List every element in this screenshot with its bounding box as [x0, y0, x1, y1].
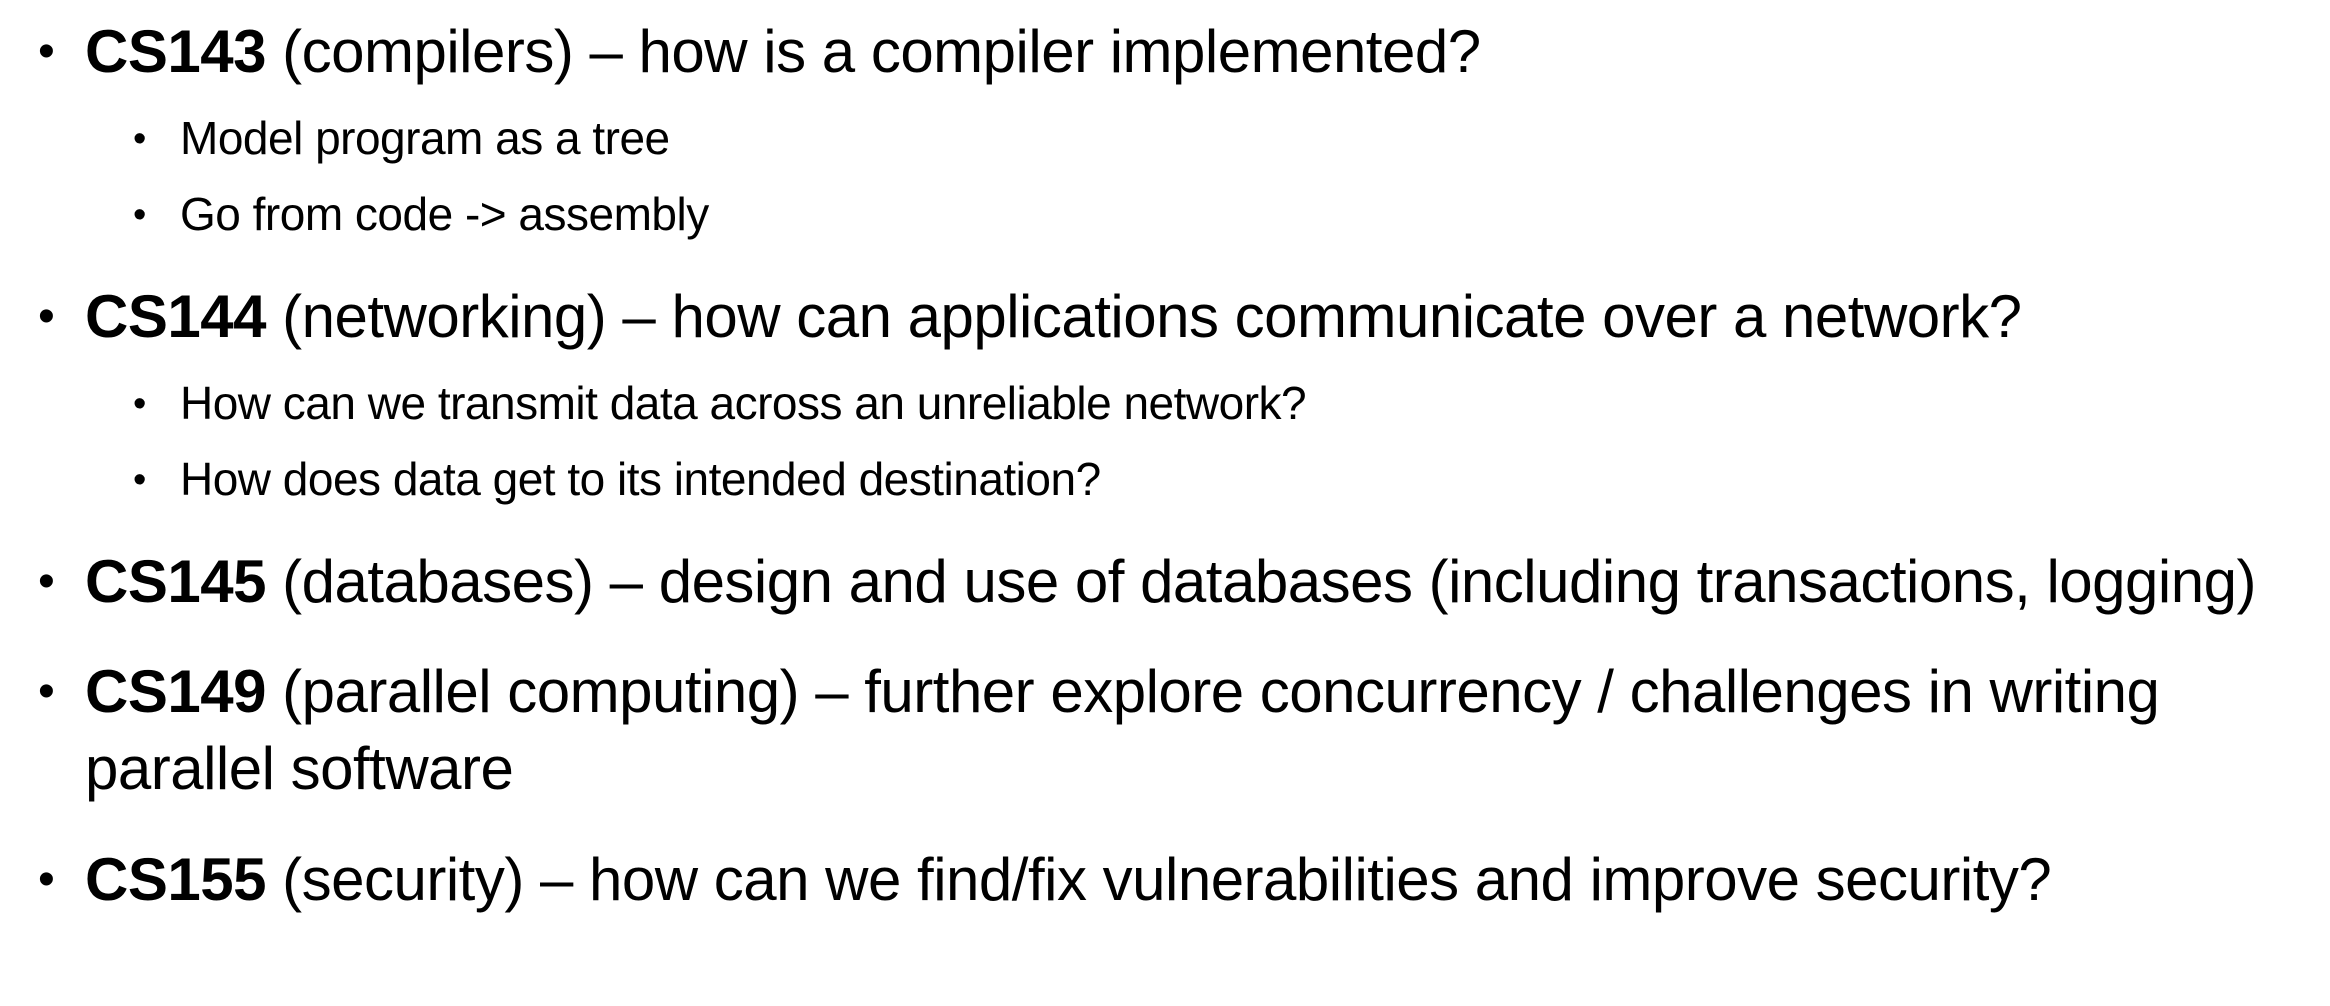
bullet-text: CS155 (security) – how can we find/fix v… — [85, 842, 2310, 919]
course-code: CS149 — [85, 658, 266, 726]
bullet-icon: • — [38, 554, 55, 608]
bullet-text: CS149 (parallel computing) – further exp… — [85, 654, 2310, 808]
bullet-item-cs143: • CS143 (compilers) – how is a compiler … — [38, 14, 2310, 91]
sub-bullet-group-cs144: • How can we transmit data across an unr… — [38, 374, 2310, 510]
sub-bullet-text: Model program as a tree — [180, 111, 670, 164]
sub-bullet-text: How can we transmit data across an unrel… — [180, 376, 1307, 429]
bullet-icon: • — [38, 289, 55, 343]
bullet-icon: • — [38, 665, 55, 719]
bullet-icon: • — [133, 382, 146, 425]
course-code: CS145 — [85, 547, 266, 615]
bullet-text: CS145 (databases) – design and use of da… — [85, 544, 2310, 621]
bullet-icon: • — [133, 458, 146, 501]
course-description: (parallel computing) – further explore c… — [85, 658, 2160, 803]
sub-bullet-item: • How does data get to its intended dest… — [133, 450, 2310, 510]
sub-bullet-item: • Model program as a tree — [133, 109, 2310, 169]
bullet-item-cs149: • CS149 (parallel computing) – further e… — [38, 654, 2310, 808]
bullet-icon: • — [133, 193, 146, 236]
bullet-item-cs145: • CS145 (databases) – design and use of … — [38, 544, 2310, 621]
sub-bullet-text: Go from code -> assembly — [180, 187, 709, 240]
bullet-text: CS144 (networking) – how can application… — [85, 279, 2310, 356]
course-code: CS155 — [85, 845, 266, 913]
course-description: (security) – how can we find/fix vulnera… — [265, 845, 2052, 913]
sub-bullet-item: • Go from code -> assembly — [133, 185, 2310, 245]
bullet-text: CS143 (compilers) – how is a compiler im… — [85, 14, 2310, 91]
sub-bullet-group-cs143: • Model program as a tree • Go from code… — [38, 109, 2310, 245]
course-code: CS143 — [85, 18, 266, 85]
bullet-icon: • — [133, 117, 146, 160]
course-description: (networking) – how can applications comm… — [265, 282, 2022, 350]
sub-bullet-item: • How can we transmit data across an unr… — [133, 374, 2310, 434]
course-code: CS144 — [85, 282, 266, 350]
bullet-icon: • — [38, 852, 55, 906]
course-description: (databases) – design and use of database… — [265, 547, 2256, 615]
sub-bullet-text: How does data get to its intended destin… — [180, 452, 1101, 505]
bullet-icon: • — [38, 25, 55, 78]
bullet-item-cs155: • CS155 (security) – how can we find/fix… — [38, 842, 2310, 919]
course-description: (compilers) – how is a compiler implemen… — [265, 18, 1481, 85]
bullet-item-cs144: • CS144 (networking) – how can applicati… — [38, 279, 2310, 356]
